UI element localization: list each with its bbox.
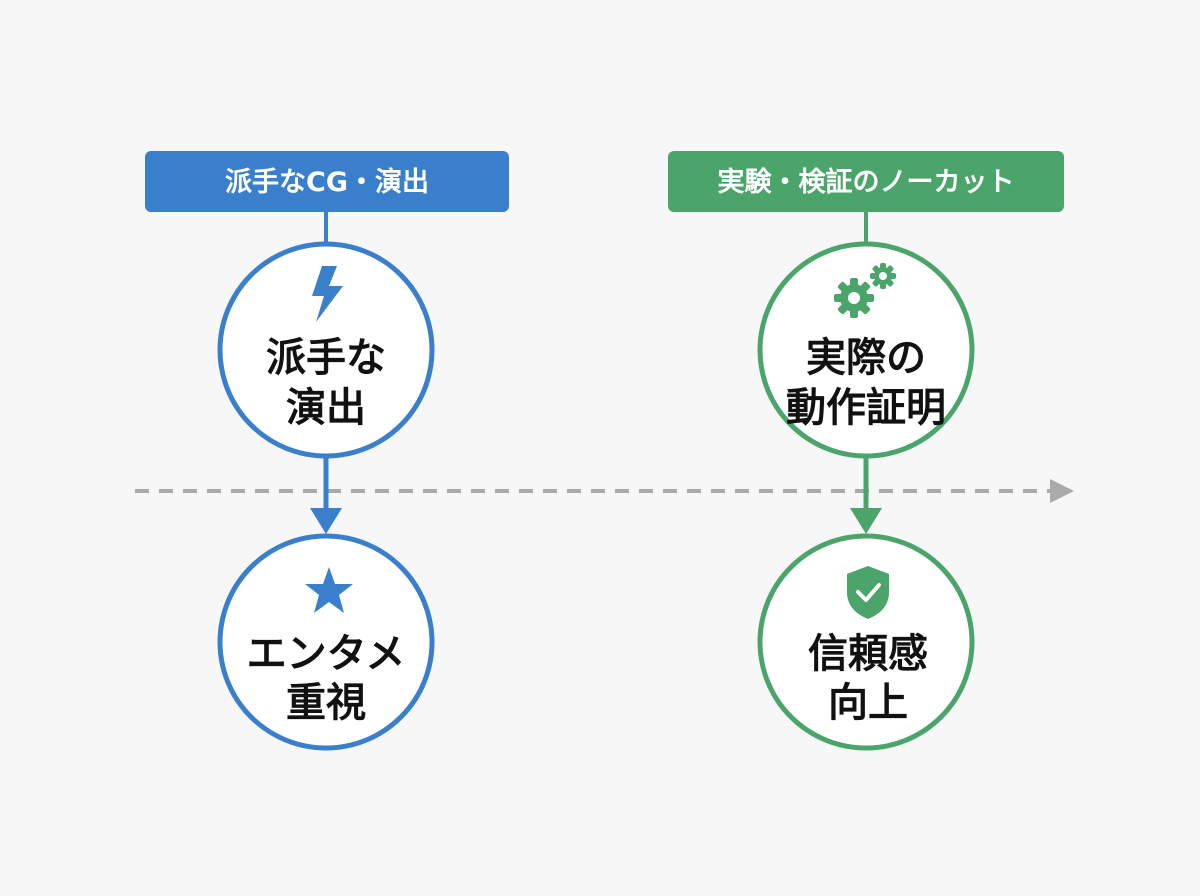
left-top-node-line-1: 派手な	[266, 335, 386, 381]
right-top-node-line-2: 動作証明	[786, 385, 946, 431]
right-bottom-node-line-2: 向上	[828, 680, 908, 726]
left-top-node-line-2: 演出	[286, 385, 366, 431]
right-top-node-line-1: 実際の	[806, 335, 926, 381]
left-down-arrow-icon	[310, 508, 342, 534]
left-bottom-node-line-1: エンタメ	[247, 631, 406, 677]
right-top-node: 実際の 動作証明	[757, 241, 975, 459]
left-header-label: 派手なCG・演出	[145, 151, 509, 212]
lightning-icon	[312, 266, 343, 322]
star-icon	[305, 567, 353, 613]
right-header-label: 実験・検証のノーカット	[668, 151, 1064, 212]
left-top-node: 派手な 演出	[217, 241, 435, 459]
left-bottom-node: エンタメ 重視	[217, 533, 435, 751]
shield-check-icon	[847, 566, 889, 619]
left-bottom-node-line-2: 重視	[286, 680, 366, 726]
left-column: 派手なCG・演出 派手な 演出 エンタメ 重視	[145, 151, 509, 751]
gears-icon	[834, 263, 896, 318]
right-column: 実験・検証のノーカット 実際の 動作証明	[668, 151, 1064, 751]
left-header-text: 派手なCG・演出	[225, 166, 429, 198]
right-bottom-node: 信頼感 向上	[757, 533, 975, 751]
right-bottom-node-line-1: 信頼感	[808, 631, 928, 677]
right-header-text: 実験・検証のノーカット	[718, 166, 1015, 198]
timeline-arrow	[135, 479, 1074, 503]
right-down-arrow-icon	[850, 508, 882, 534]
